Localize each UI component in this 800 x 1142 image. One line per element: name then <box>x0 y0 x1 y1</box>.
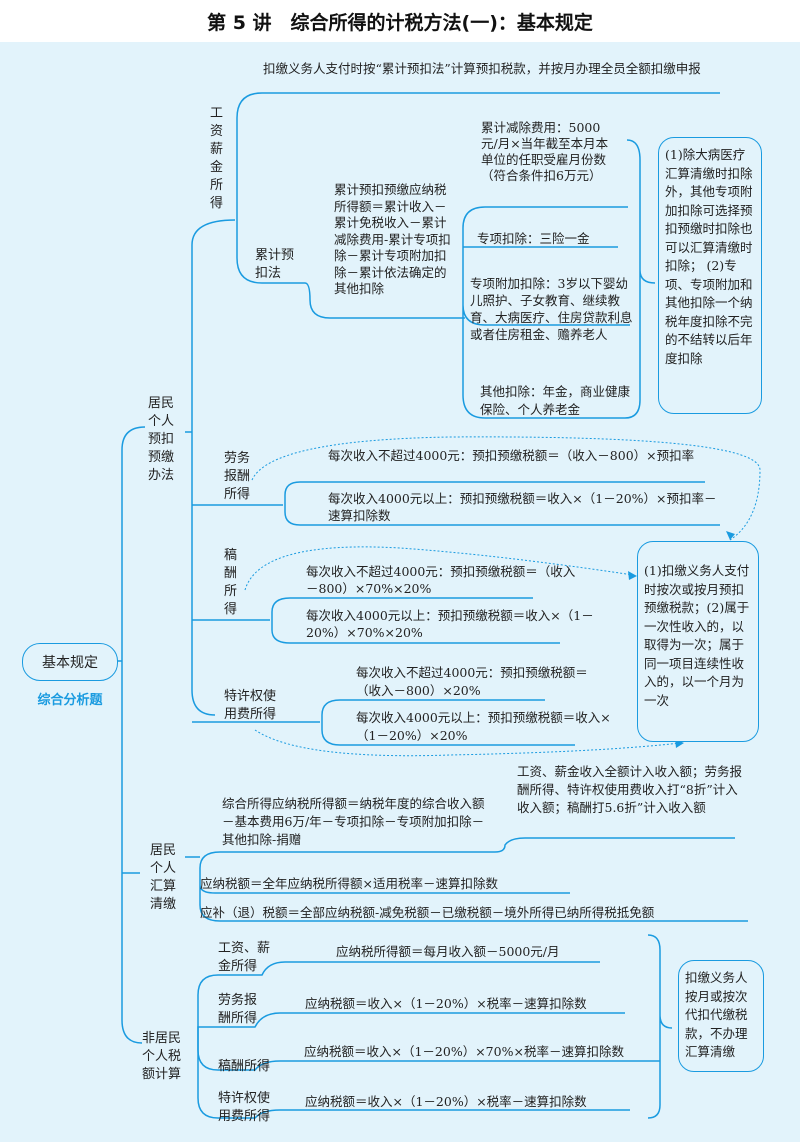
franchise-rule: 每次收入4000元以上：预扣预缴税额＝收入×（1－20%）×20% <box>356 710 611 743</box>
taxable-income-formula: 综合所得应纳税所得额＝纳税年度的综合收入额－基本费用6万/年－专项扣除－专项附加… <box>222 796 485 847</box>
withholding-note-box: (1)扣缴义务人支付时按次或按月预扣预缴税款；(2)属于一次性收入的，以取得为一… <box>637 541 759 742</box>
income-note: 工资、薪金收入全额计入收入额；劳务报酬所得、特许权使用费收入打“8折”计入收入额… <box>517 764 743 815</box>
cumulative-method-label: 累计预扣法 <box>255 248 295 281</box>
nonresident-formula: 应纳税所得额＝每月收入额－5000元/月 <box>336 944 560 959</box>
deduction-item: 其他扣除：年金，商业健康保险、个人养老金 <box>480 384 631 417</box>
deduction-item: 专项扣除：三险一金 <box>477 231 590 246</box>
refund-formula: 应补（退）税额＝全部应纳税额-减免税额－已缴税额－境外所得已纳所得税抵免额 <box>200 905 655 920</box>
nonresident-item-label: 工资、薪金所得 <box>218 941 271 974</box>
royalty-rule: 每次收入不超过4000元：预扣预缴税额＝（收入－800）×70%×20% <box>306 564 576 596</box>
nonresident-formula: 应纳税额＝收入×（1－20%）×70%×税率－速算扣除数 <box>304 1044 624 1059</box>
resident-withholding-label: 居民个人预扣预缴办法 <box>148 396 175 483</box>
resident-settlement-label: 居民个人汇算清缴 <box>150 843 177 912</box>
nonresident-formula: 应纳税额＝收入×（1－20%）×税率－速算扣除数 <box>305 996 587 1011</box>
nonresident-formula: 应纳税额＝收入×（1－20%）×税率－速算扣除数 <box>305 1094 587 1109</box>
deduction-item: 专项附加扣除：3岁以下婴幼儿照护、子女教育、继续教育、大病医疗、住房贷款利息或者… <box>470 276 633 342</box>
franchise-label: 特许权使用费所得 <box>224 689 277 722</box>
nonresident-item-label: 劳务报酬所得 <box>218 993 258 1026</box>
nonresident-item-label: 稿酬所得 <box>218 1059 271 1074</box>
header-bar <box>0 0 800 42</box>
labor-label: 劳务报酬所得 <box>224 451 251 502</box>
nonresident-item-label: 特许权使用费所得 <box>218 1091 271 1124</box>
wages-note-box: (1)除大病医疗汇算清缴时扣除外，其他专项附加扣除可选择预扣预缴时扣除也可以汇算… <box>658 137 762 414</box>
root-tag: 综合分析题 <box>37 693 103 708</box>
root-label: 基本规定 <box>42 655 98 671</box>
royalty-label: 稿酬所得 <box>224 548 238 617</box>
nonresident-note-box: 扣缴义务人按月或按次代扣代缴税款，不办理汇算清缴 <box>678 960 764 1072</box>
tax-payable-formula: 应纳税额＝全年应纳税所得额×适用税率－速算扣除数 <box>200 876 498 891</box>
wages-label: 工资薪金所得 <box>210 106 224 211</box>
page-title: 第 5 讲 综合所得的计税方法(一)：基本规定 <box>207 12 593 34</box>
wages-note: 扣缴义务人支付时按“累计预扣法”计算预扣税款，并按月办理全员全额扣缴申报 <box>263 61 701 76</box>
cumulative-formula: 累计预扣预缴应纳税所得额＝累计收入－累计免税收入－累计减除费用-累计专项扣除－累… <box>334 182 451 296</box>
labor-rule: 每次收入不超过4000元：预扣预缴税额＝（收入－800）×预扣率 <box>328 448 695 463</box>
franchise-rule: 每次收入不超过4000元：预扣预缴税额＝（收入－800）×20% <box>356 665 588 698</box>
deduction-item: 累计减除费用：5000元/月×当年截至本月本单位的任职受雇月份数（符合条件扣6万… <box>481 120 609 183</box>
root-node: 基本规定 <box>22 643 118 681</box>
nonresident-label: 非居民个人税额计算 <box>142 1031 182 1082</box>
labor-rule: 每次收入4000元以上：预扣预缴税额＝收入×（1－20%）×预扣率－速算扣除数 <box>328 491 717 523</box>
royalty-rule: 每次收入4000元以上：预扣预缴税额＝收入×（1－20%）×70%×20% <box>306 608 594 640</box>
